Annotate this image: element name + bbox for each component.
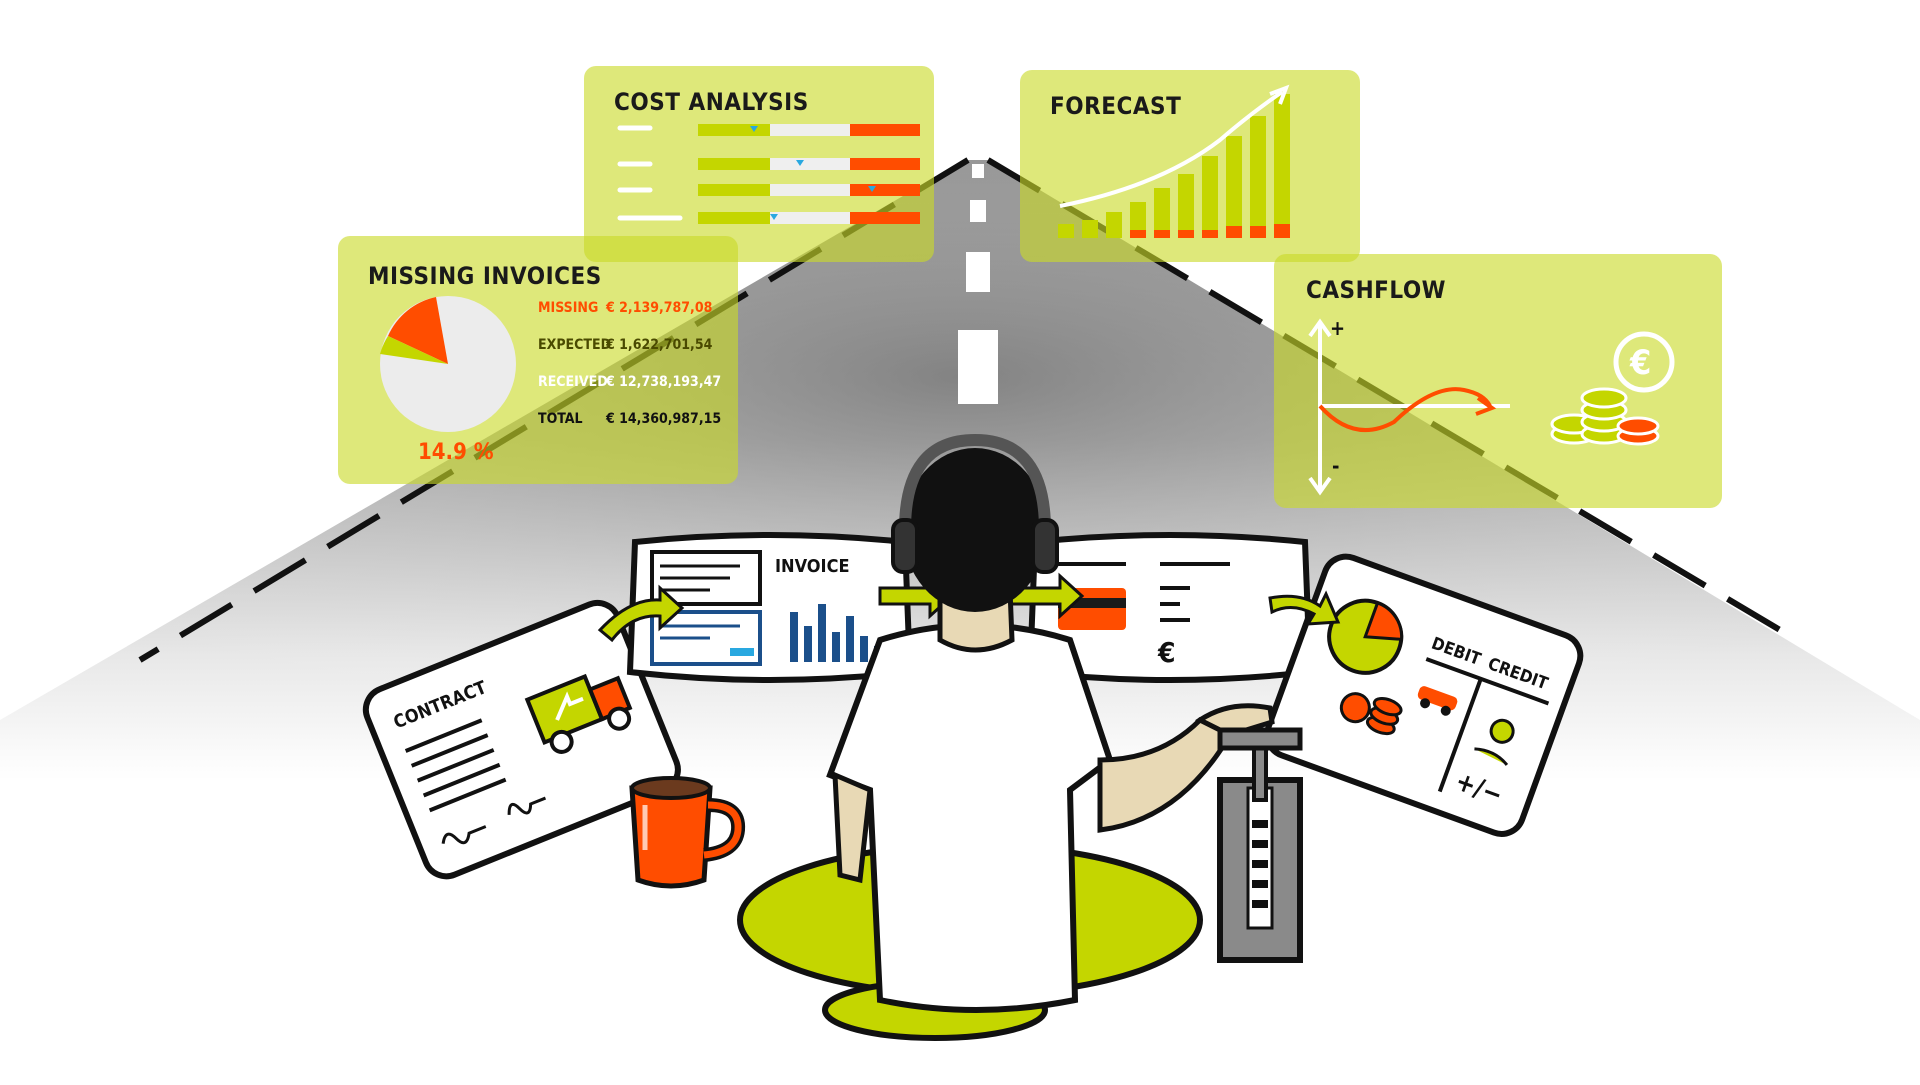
cost-bar-row	[698, 158, 920, 170]
cost-analysis-panel: COST ANALYSIS	[584, 66, 934, 262]
debit-credit-screen: DEBIT CREDIT +/−	[1264, 553, 1584, 837]
forecast-bar	[1154, 188, 1170, 238]
forecast-bar	[1202, 156, 1218, 238]
cashflow-plus: +	[1330, 316, 1346, 340]
road-dash	[966, 252, 990, 292]
coin-stack-icon	[1550, 387, 1660, 446]
coffee-mug-icon	[629, 776, 746, 889]
pie-mini-icon	[1327, 598, 1404, 675]
invoice-screen: INVOICE	[626, 532, 914, 683]
coin-stack-icon	[1339, 692, 1403, 736]
received-value: € 12,738,193,47	[606, 374, 722, 390]
forecast-bar	[1250, 116, 1266, 238]
total-label: TOTAL	[538, 411, 583, 427]
missing-invoices-title: MISSING INVOICES	[368, 262, 602, 290]
forecast-bar	[1082, 220, 1098, 238]
euro-icon: €	[1157, 636, 1176, 669]
cost-analysis-title: COST ANALYSIS	[614, 88, 809, 116]
total-value: € 14,360,987,15	[606, 411, 722, 427]
headphones-icon	[891, 433, 1059, 574]
road-dash	[972, 164, 984, 178]
cost-bar-row	[698, 212, 920, 224]
missing-invoices-pie	[380, 296, 516, 432]
cashflow-title: CASHFLOW	[1306, 276, 1447, 304]
arrow-icon	[1268, 590, 1341, 626]
forecast-bar	[1130, 202, 1146, 238]
cashflow-panel: CASHFLOW € + -	[1274, 254, 1722, 508]
road-dash	[958, 330, 998, 404]
forecast-bar	[1274, 94, 1290, 238]
forecast-bar	[1226, 136, 1242, 238]
invoice-label: INVOICE	[775, 556, 850, 577]
forecast-bar	[1106, 212, 1122, 238]
missing-value: € 2,139,787,08	[606, 300, 713, 316]
missing-percent: 14.9 %	[418, 440, 494, 465]
euro-cycle-icon: €	[1613, 331, 1675, 393]
truck-icon	[524, 673, 633, 754]
svg-text:€: €	[1629, 343, 1651, 383]
missing-label: MISSING	[538, 300, 599, 316]
forecast-bar	[1058, 224, 1074, 238]
cashflow-graph: €	[1308, 318, 1675, 496]
arrow-icon	[597, 584, 685, 643]
forecast-bar	[1178, 174, 1194, 238]
forecast-title: FORECAST	[1050, 92, 1182, 120]
cost-bar-row	[698, 124, 920, 136]
euro-coin-icon	[1474, 718, 1515, 766]
expected-label: EXPECTED	[538, 337, 612, 353]
person	[737, 433, 1275, 1041]
cost-analysis-bars	[617, 124, 920, 224]
arrow-icon	[1008, 572, 1085, 620]
missing-invoices-panel: MISSING INVOICES MISSING € 2,139,787,08 …	[338, 236, 738, 484]
cashflow-minus: -	[1332, 454, 1340, 478]
received-label: RECEIVED	[538, 374, 608, 390]
road-dash	[970, 200, 986, 222]
expected-value: € 1,622,701,54	[606, 337, 713, 353]
contract-screen: CONTRACT	[362, 599, 681, 880]
joystick-icon	[1217, 727, 1303, 963]
forecast-panel: FORECAST	[1020, 70, 1360, 262]
cost-bar-row	[698, 184, 920, 196]
forecast-bars	[1058, 84, 1290, 238]
car-icon	[1417, 686, 1458, 716]
